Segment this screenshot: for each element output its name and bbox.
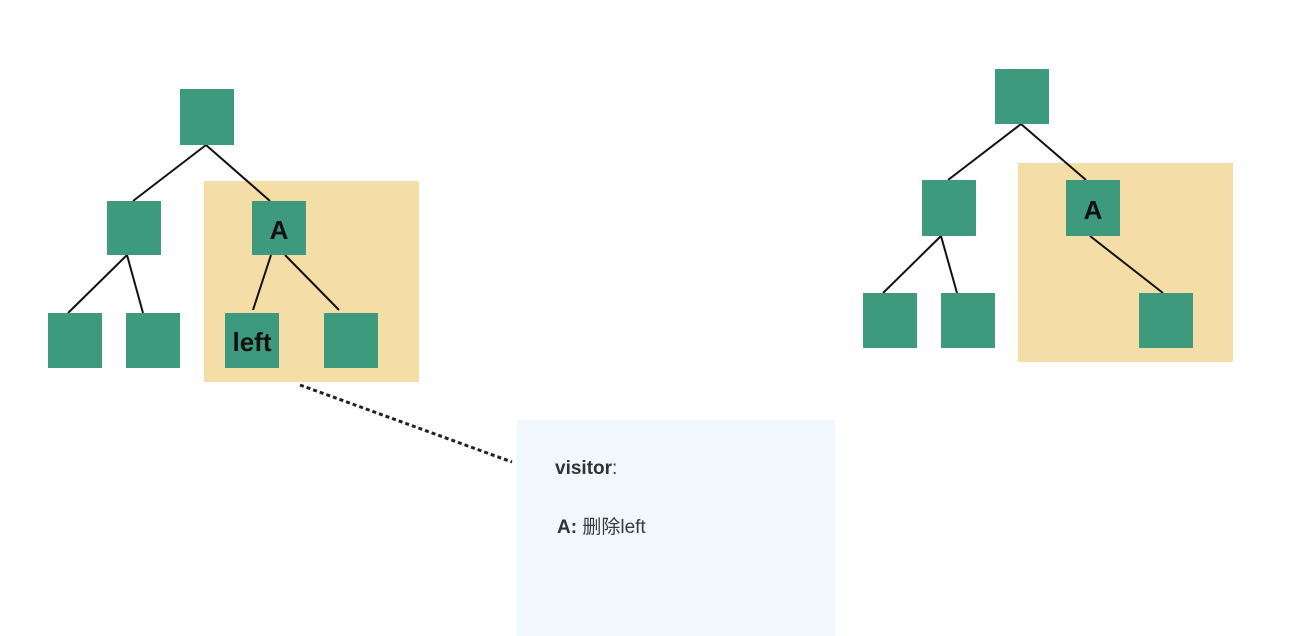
right-tree-leaf-2 [941, 293, 995, 348]
visitor-note-title: visitor: [555, 458, 617, 480]
left-tree-node-a [252, 201, 306, 255]
edge-a-to-right [284, 254, 340, 311]
dashed-connector [299, 383, 513, 464]
right-tree-node-right [1139, 293, 1193, 348]
right-tree-node-a [1066, 180, 1120, 236]
left-tree-leaf-2 [126, 313, 180, 368]
left-tree-node-left [225, 313, 279, 368]
edge-right-child-to-leaf2 [940, 235, 958, 294]
edge-right-child-to-leaf1 [882, 235, 942, 294]
visitor-note-line-text: 删除left [577, 517, 646, 538]
left-tree-leaf-1 [48, 313, 102, 368]
edge-a-to-left [252, 254, 272, 311]
edge-right-root-to-a [1020, 123, 1087, 181]
left-tree-root-node [180, 89, 234, 145]
left-tree-edges [67, 144, 340, 314]
right-tree-root-node [995, 69, 1049, 124]
right-tree-child-node [922, 180, 976, 236]
edge-right-a-to-right [1089, 235, 1164, 294]
left-tree-child-node [107, 201, 161, 255]
left-tree-node-left-label: left [233, 327, 272, 357]
edge-root-to-child-left [132, 144, 207, 202]
visitor-note-title-bold: visitor [555, 458, 613, 479]
left-tree-node-right [324, 313, 378, 368]
right-tree-node-a-label: A [1084, 195, 1103, 225]
edge-child-to-leaf1 [67, 254, 128, 314]
edge-root-to-a [205, 144, 271, 202]
edge-right-root-to-child [947, 123, 1022, 181]
visitor-note-title-suffix: : [612, 458, 618, 479]
visitor-note-line: A: 删除left [557, 512, 646, 539]
edge-child-to-leaf2 [126, 254, 144, 314]
visitor-note-line-key: A: [557, 517, 578, 538]
right-tree-leaf-1 [863, 293, 917, 348]
right-tree-edges [882, 123, 1164, 294]
left-tree-node-a-label: A [270, 215, 289, 245]
visitor-note: visitor: A: 删除left [517, 420, 835, 636]
